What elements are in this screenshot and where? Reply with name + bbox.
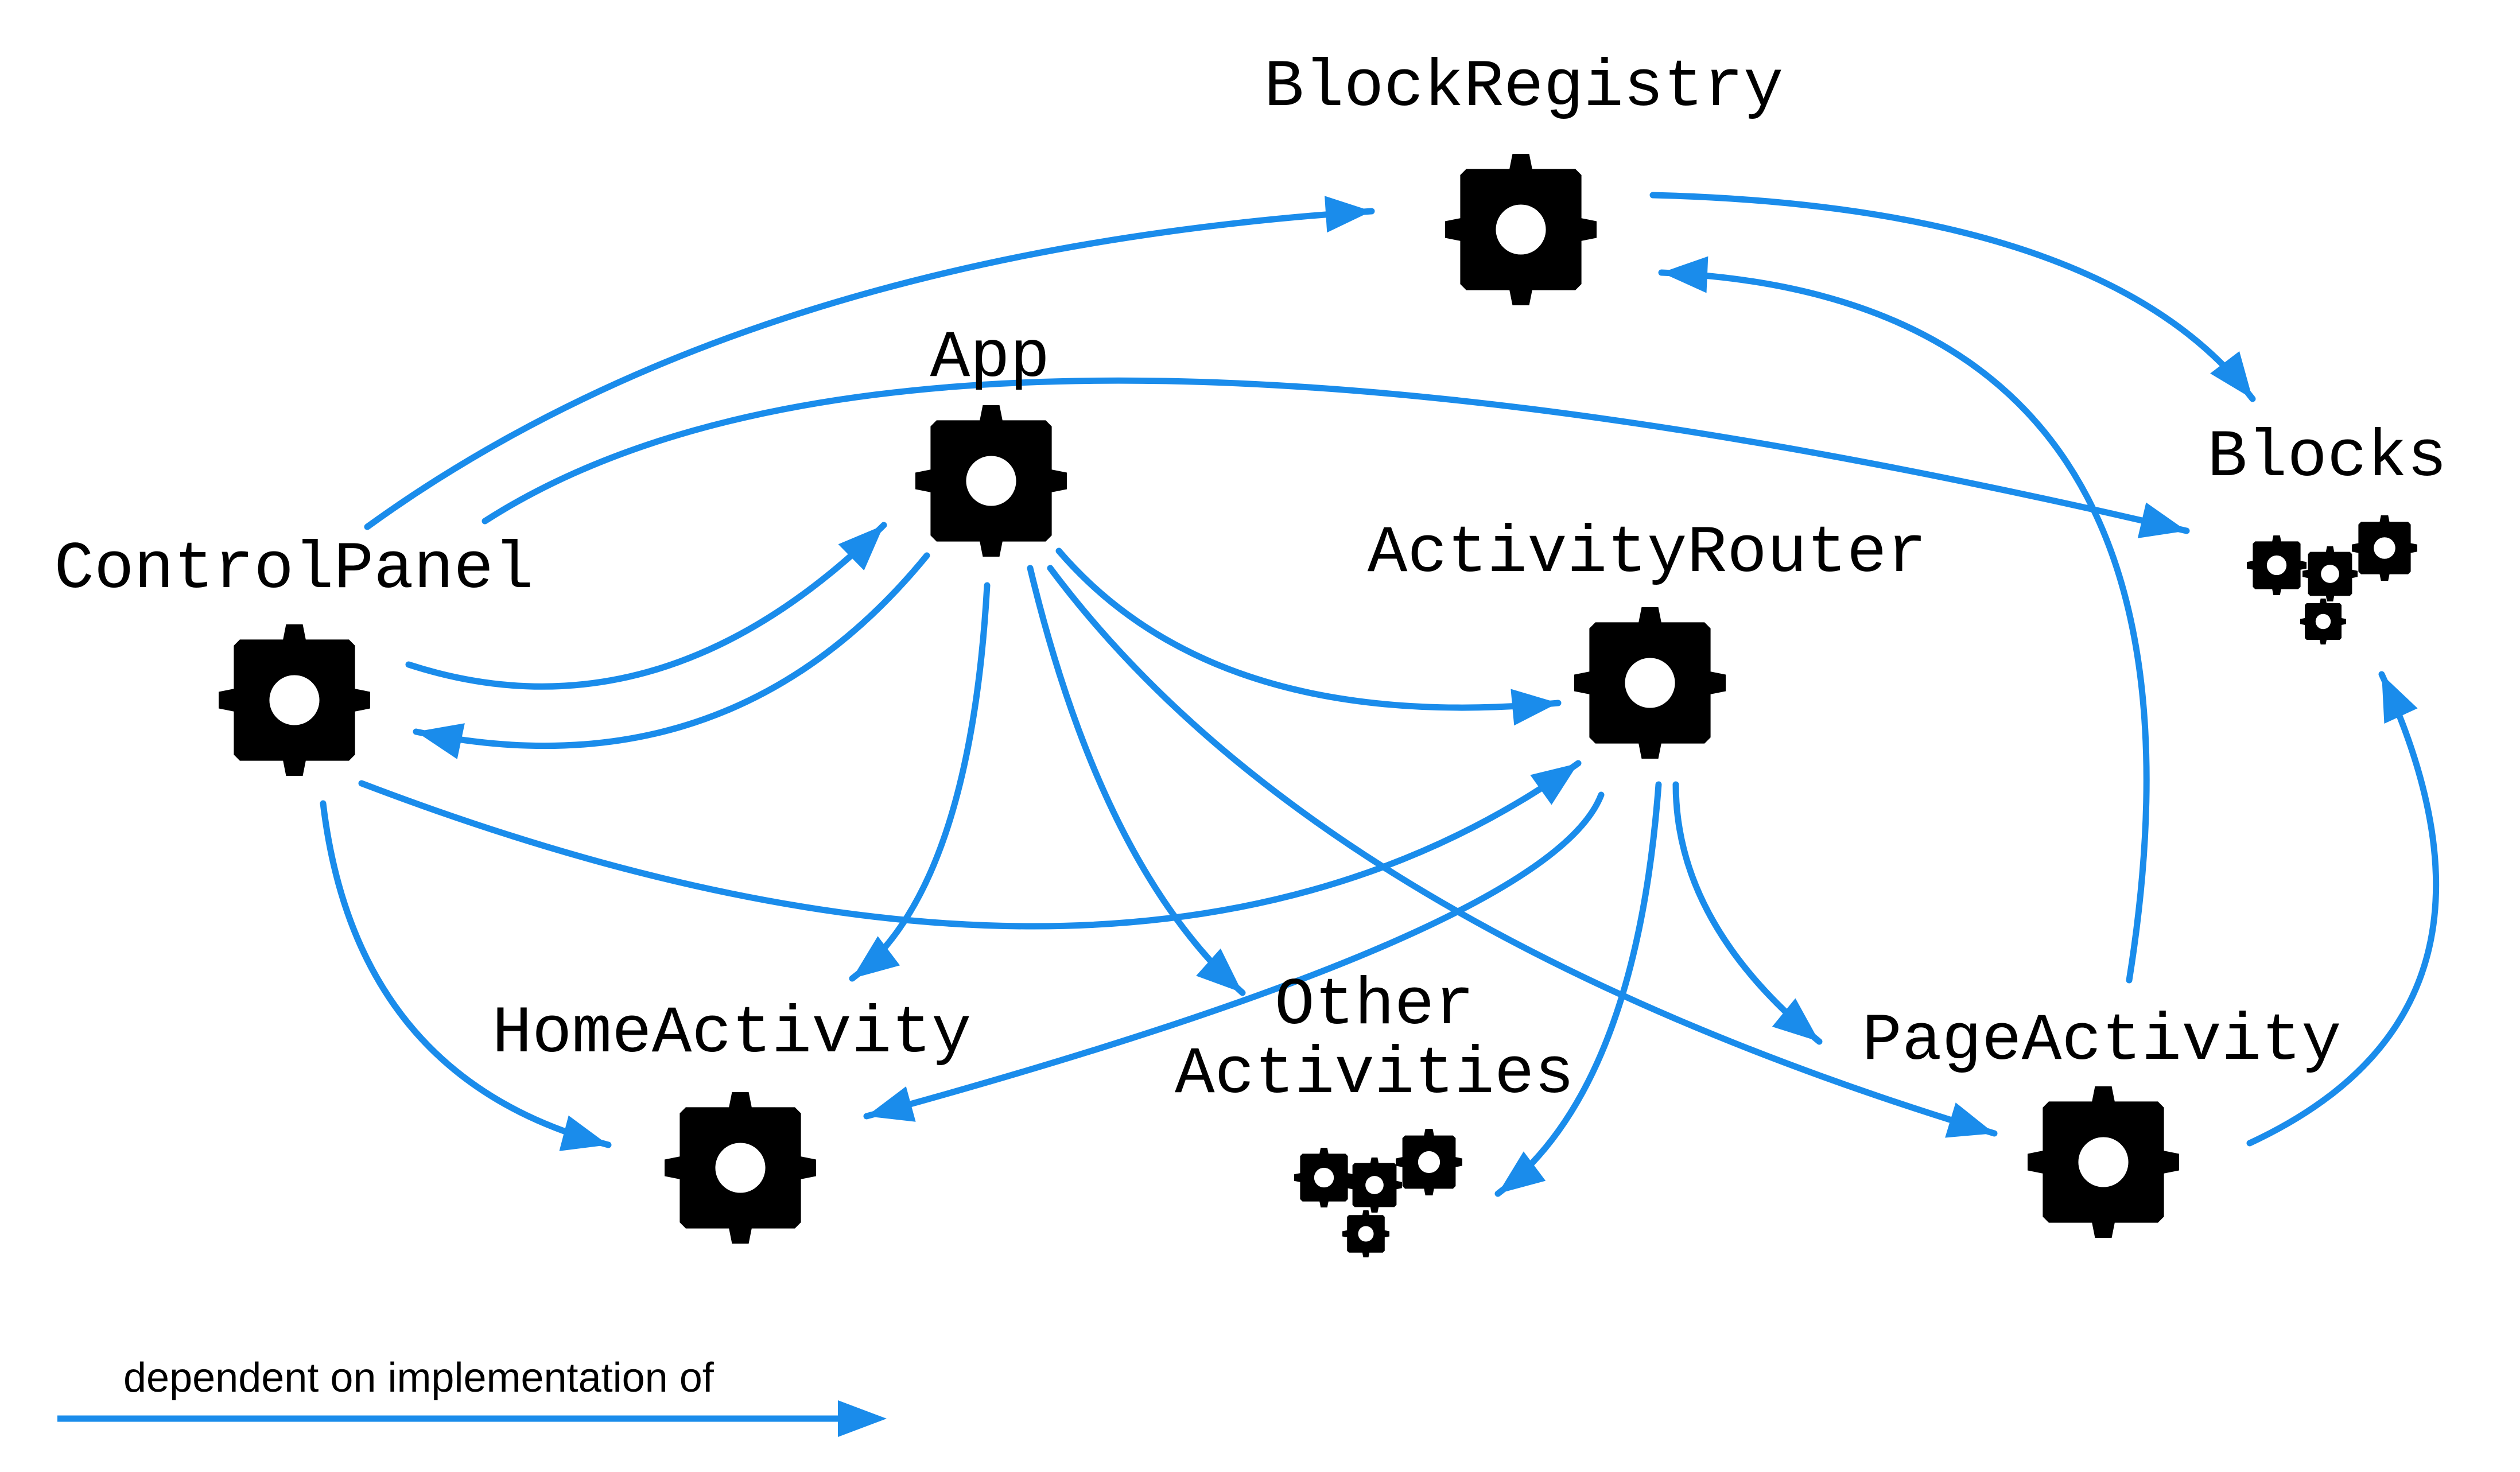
edge-app-to-activityrouter <box>1055 547 1562 726</box>
edge-activityrouter-to-homeactivity <box>863 791 1605 1122</box>
edge-controlpanel-to-blocks <box>482 377 2190 538</box>
node-label-activity-router: ActivityRouter <box>1368 515 1927 591</box>
arrowhead <box>416 723 465 759</box>
node-label-other-activities-line1: Other <box>1275 968 1474 1043</box>
gear-icon-home-activity <box>665 1092 816 1244</box>
arrowhead <box>867 1086 916 1122</box>
node-label-home-activity: HomeActivity <box>492 996 971 1071</box>
arrowhead <box>2382 674 2418 724</box>
arrowhead <box>852 936 900 978</box>
edge-app-to-controlpanel <box>413 552 930 759</box>
gear-icons <box>219 154 2417 1257</box>
arrowhead <box>838 525 884 570</box>
gear-cluster-blocks-2 <box>2302 546 2358 601</box>
gear-cluster-other-3 <box>1396 1129 1462 1195</box>
dependency-edges <box>320 192 2440 1197</box>
gear-cluster-blocks-4 <box>2300 599 2346 644</box>
edge-controlpanel-to-activityrouter <box>358 760 1582 930</box>
edge-pageactivity-to-blocks <box>2246 671 2440 1147</box>
gear-cluster-other-2 <box>1347 1158 1402 1213</box>
edge-app-to-pageactivity <box>1047 565 1998 1138</box>
arrowhead <box>1511 689 1558 726</box>
gear-icon-app <box>915 405 1067 557</box>
edge-controlpanel-to-homeactivity <box>320 800 612 1151</box>
edge-activityrouter-to-pageactivity <box>1672 781 1823 1045</box>
arrowhead <box>1498 1151 1546 1194</box>
gear-icon-page-activity <box>2028 1086 2179 1238</box>
arrowhead <box>2210 351 2253 399</box>
edge-blockregistry-to-blocks <box>1649 192 2256 402</box>
node-label-control-panel: ControlPanel <box>54 531 533 607</box>
arrowhead <box>1945 1102 1994 1138</box>
node-label-other-activities-line2: Activities <box>1175 1036 1574 1112</box>
arrowhead <box>1661 256 1709 293</box>
legend-label: dependent on implementation of <box>123 1355 715 1401</box>
gear-cluster-blocks-3 <box>2352 515 2417 581</box>
node-label-blocks: Blocks <box>2207 420 2447 495</box>
node-label-block-registry: BlockRegistry <box>1264 49 1784 125</box>
node-label-page-activity: PageActivity <box>1862 1003 2341 1079</box>
edge-pageactivity-to-blockregistry <box>1658 256 2150 984</box>
gear-cluster-blocks-1 <box>2247 535 2307 595</box>
gear-icon-control-panel <box>219 624 370 776</box>
edge-controlpanel-to-app <box>405 522 887 690</box>
arrowhead <box>1325 196 1372 233</box>
arrowhead <box>1772 998 1819 1042</box>
edge-activityrouter-to-other-activities <box>1494 781 1662 1197</box>
arrowhead <box>2137 502 2187 538</box>
gear-icon-block-registry <box>1445 154 1597 305</box>
arrowhead <box>1530 763 1578 805</box>
edge-app-to-homeactivity <box>849 582 991 982</box>
arrowhead <box>559 1115 608 1151</box>
arrow-right-icon <box>57 1400 887 1437</box>
edge-controlpanel-to-blockregistry <box>364 196 1375 530</box>
arrowhead <box>1196 948 1242 993</box>
gear-cluster-other-1 <box>1294 1148 1354 1207</box>
gear-icon-activity-router <box>1574 607 1726 759</box>
node-label-app: App <box>930 320 1050 396</box>
gear-cluster-other-4 <box>1342 1210 1389 1257</box>
edge-app-to-other-activities <box>1027 565 1246 996</box>
